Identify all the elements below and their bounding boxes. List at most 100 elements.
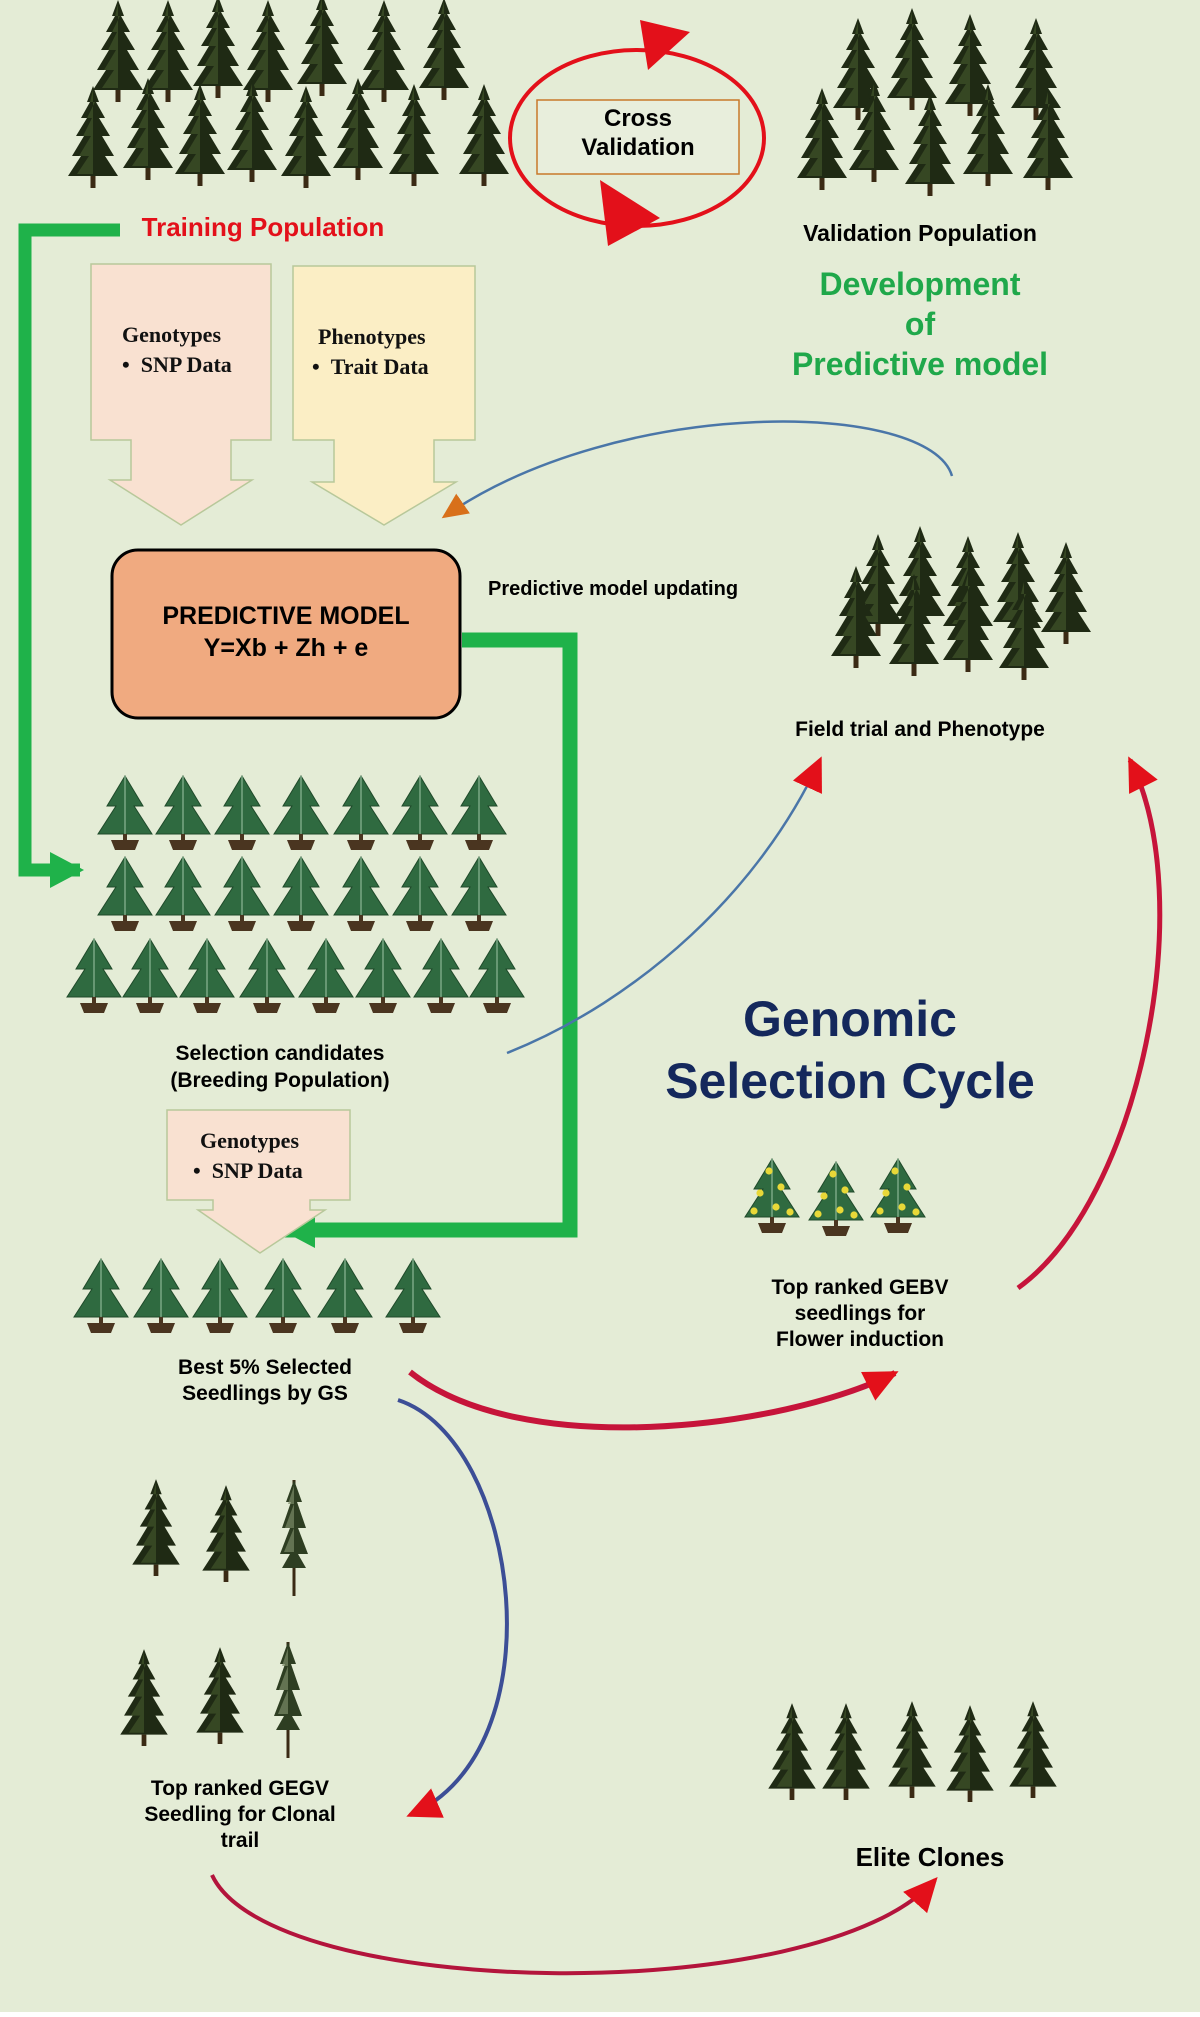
breeding-population-seedling [155,775,211,851]
top-ranked-gegv-line3: trail [220,1829,260,1852]
breeding-population-seedling [155,856,211,932]
cycle-title-line2: Selection Cycle [665,1053,1035,1109]
genotypes2-title: Genotypes [200,1128,299,1153]
phenotypes-item: • Trait Data [312,354,429,379]
clonal-trial-tree [196,1647,244,1744]
training-to-candidates-arrow [18,223,120,888]
breeding-population-seedling [392,856,448,932]
elite-clone-tree [946,1705,994,1802]
predictive-model-title: PREDICTIVE MODEL [162,602,410,630]
best-selected-seedling [255,1258,311,1334]
model-to-selection-arrow [281,632,578,1248]
training-population-tree [389,84,439,186]
elite-clone-tree [768,1703,816,1800]
breeding-population-seedling [214,856,270,932]
selection-candidates-label: Selection candidates (Breeding Populatio… [130,1040,430,1094]
clonal-trial-tree [132,1479,180,1576]
best-selected-seedling [192,1258,248,1334]
top-ranked-gebv-label: Top ranked GEBV seedlings for Flower ind… [720,1275,1000,1353]
development-heading-line1: Development [819,266,1021,302]
breeding-population-seedling [214,775,270,851]
best-selected-seedling [133,1258,189,1334]
best-selected-line2: Seedlings by GS [182,1382,348,1405]
best-selected-seedling [317,1258,373,1334]
elite-clone-tree [1009,1701,1057,1798]
training-population-tree [297,0,347,96]
breeding-population-seedling [451,856,507,932]
breeding-population-seedling [413,938,469,1014]
genomic-selection-cycle-title: Genomic Selection Cycle [600,988,1100,1112]
breeding-population-seedling [451,775,507,851]
genotypes-input-box [90,263,272,526]
genotypes-candidates-box [166,1109,351,1254]
top-ranked-gegv-label: Top ranked GEGV Seedling for Clonal trai… [110,1776,370,1854]
clonal-trial-slender-tree [278,1478,310,1598]
clonal-trial-tree [120,1649,168,1746]
training-population-tree [459,84,509,186]
loop-arrowhead-bottom [600,180,660,246]
top-ranked-gegv-line2: Seedling for Clonal [144,1803,336,1826]
genotypes-title: Genotypes [122,322,221,347]
development-heading: Development of Predictive model [740,264,1100,384]
top-ranked-gebv-line3: Flower induction [776,1328,944,1351]
best-selected-seedling [385,1258,441,1334]
validation-population-label: Validation Population [803,220,1037,246]
phenotypes-input-box [292,265,476,526]
breeding-population-seedling [239,938,295,1014]
training-population-tree [175,84,225,186]
loop-arrowhead-top [640,20,690,70]
best-selected-line1: Best 5% Selected [178,1356,352,1379]
best-selected-label: Best 5% Selected Seedlings by GS [130,1355,400,1407]
predictive-model-equation: Y=Xb + Zh + e [203,634,369,662]
breeding-population-seedling [298,938,354,1014]
top-ranked-gegv-line1: Top ranked GEGV [150,1777,330,1800]
training-population-tree [419,0,469,100]
breeding-population-seedling [122,938,178,1014]
training-population-label: Training Population [141,212,385,242]
genotypes-item: • SNP Data [122,352,232,377]
elite-clone-tree [888,1701,936,1798]
validation-population-tree [887,8,937,110]
training-population-tree [359,0,409,102]
clonal-trial-slender-tree [272,1640,304,1760]
genotypes2-item: • SNP Data [193,1158,303,1183]
best-selected-seedling [73,1258,129,1334]
genotypes-item-text: SNP Data [140,352,232,377]
cycle-title-line1: Genomic [743,991,957,1047]
top-ranked-gebv-line1: Top ranked GEBV [771,1276,949,1299]
phenotypes-item-text: Trait Data [330,354,429,379]
training-population-tree [68,86,118,188]
breeding-population-seedling [66,938,122,1014]
field-trial-tree [1041,542,1091,644]
candidates-to-field-trial-curve [506,756,822,1055]
flowering-seedling [745,1159,799,1233]
breeding-population-seedling [97,856,153,932]
training-population-tree [193,0,243,98]
breeding-population-seedling [355,938,411,1014]
elite-clone-tree [822,1703,870,1800]
training-population-tree [333,78,383,180]
phenotypes-title: Phenotypes [318,324,426,349]
model-updating-curve [441,420,954,519]
selection-candidates-line1: Selection candidates [175,1042,385,1065]
flowering-seedling [871,1159,925,1233]
best-selected-to-flower-induction-arrow [408,1369,899,1431]
top-ranked-gebv-line2: seedlings for [794,1302,926,1325]
elite-clones-label: Elite Clones [855,1842,1005,1872]
selection-candidates-line2: (Breeding Population) [170,1069,390,1092]
clonal-trial-to-elite-clones-arrow [210,1874,938,1976]
breeding-population-seedling [97,775,153,851]
flowering-seedling [809,1162,863,1236]
breeding-population-seedling [469,938,525,1014]
model-updating-label: Predictive model updating [488,578,739,600]
field-trial-label: Field trial and Phenotype [795,718,1045,741]
breeding-population-seedling [273,775,329,851]
cross-validation-box [536,99,740,175]
breeding-population-seedling [273,856,329,932]
breeding-population-seedling [392,775,448,851]
training-population-tree [93,0,143,102]
development-heading-line3: Predictive model [791,346,1049,382]
breeding-population-seedling [333,775,389,851]
